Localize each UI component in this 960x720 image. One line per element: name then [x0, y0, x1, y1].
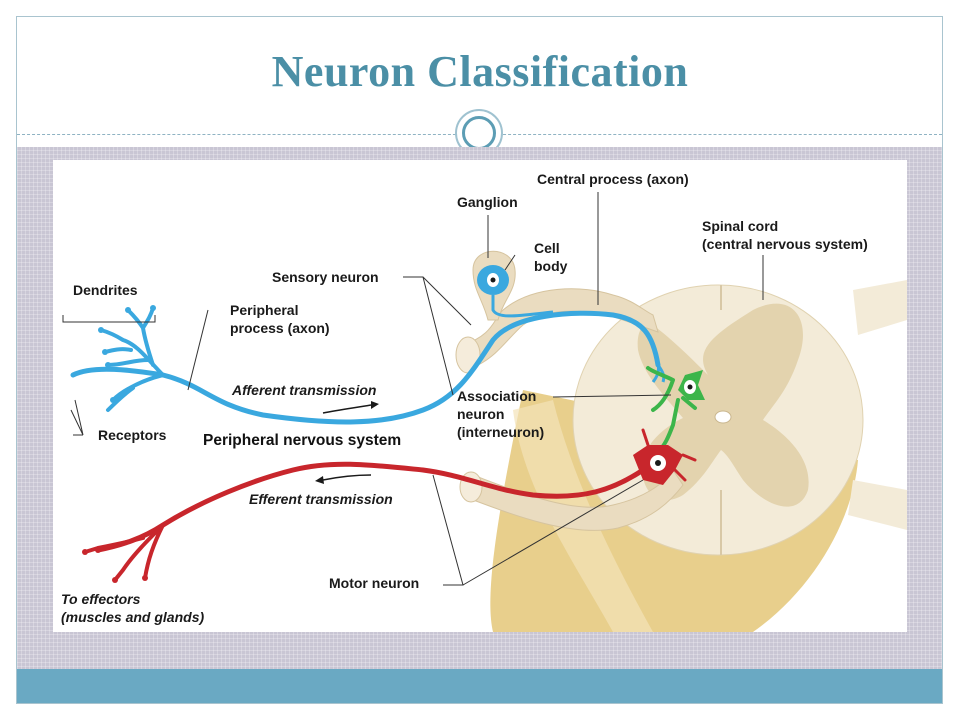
sensory-neuron-leader [403, 276, 472, 396]
motor-dendrites [641, 428, 697, 482]
label-efferent: Efferent transmission [249, 491, 393, 507]
neuron-diagram-svg: Central process (axon) Ganglion Cell bod… [61, 171, 907, 632]
cell-body-leader [504, 254, 516, 271]
receptor-ending [125, 307, 131, 313]
sensory-dendrites-upper [126, 306, 155, 367]
receptors-leader [70, 399, 84, 436]
afferent-arrowhead [371, 401, 379, 409]
effector-ending [142, 575, 148, 581]
label-association-2: neuron [457, 406, 504, 422]
ventral-root [467, 469, 684, 531]
label-peripheral-process-1: Peripheral [230, 302, 298, 318]
central-canal [714, 410, 732, 424]
dorsal-root [462, 288, 659, 366]
association-leader [552, 394, 672, 398]
motor-neuron [82, 428, 697, 583]
label-association-3: (interneuron) [457, 424, 544, 440]
receptor-ending [98, 327, 104, 333]
sensory-nucleolus [490, 277, 496, 283]
association-nucleolus [687, 384, 693, 390]
label-peripheral-process-2: process (axon) [230, 320, 330, 336]
efferent-arrow [322, 474, 372, 481]
sensory-cell-stem [491, 295, 554, 318]
label-cell-body-1: Cell [534, 240, 560, 256]
sensory-neuron [70, 265, 666, 425]
motor-neuron-leader [432, 474, 644, 586]
association-processes [646, 366, 697, 454]
association-neuron [646, 366, 705, 454]
label-cell-body-2: body [534, 258, 568, 274]
slide-title: Neuron Classification [271, 47, 689, 96]
label-spinal-cord-1: Spinal cord [702, 218, 778, 234]
efferent-arrowhead [315, 476, 324, 484]
motor-axon-terminals [83, 523, 165, 582]
receptor-ending [102, 349, 108, 355]
effector-ending [95, 547, 101, 553]
label-spinal-cord-2: (central nervous system) [702, 236, 868, 252]
dorsal-root-right [853, 280, 907, 335]
footer-bar [17, 669, 942, 703]
label-effectors-1: To effectors [61, 591, 141, 607]
label-central-process: Central process (axon) [537, 171, 689, 187]
receptor-ending [105, 362, 111, 368]
divider-ring-inner [462, 116, 496, 150]
motor-nucleolus [655, 460, 661, 466]
label-receptors: Receptors [98, 427, 167, 443]
effector-ending [82, 549, 88, 555]
receptor-ending [150, 305, 156, 311]
dendrites-bracket [62, 315, 156, 323]
label-association-1: Association [457, 388, 536, 404]
label-pns: Peripheral nervous system [203, 432, 401, 449]
label-dendrites: Dendrites [73, 282, 138, 298]
label-ganglion: Ganglion [457, 194, 518, 210]
label-effectors-2: (muscles and glands) [61, 609, 204, 625]
sensory-dendrites [99, 328, 165, 412]
neuron-diagram: Central process (axon) Ganglion Cell bod… [53, 160, 907, 632]
slide-frame [16, 16, 943, 704]
effector-ending [112, 577, 118, 583]
spinal-cord [490, 280, 907, 632]
label-sensory-neuron: Sensory neuron [272, 269, 379, 285]
label-motor-neuron: Motor neuron [329, 575, 419, 591]
label-afferent: Afferent transmission [231, 382, 376, 398]
receptor-ending [110, 397, 116, 403]
peripheral-process-leader [187, 309, 209, 391]
ventral-root-right [848, 480, 907, 530]
afferent-arrow [322, 404, 372, 414]
